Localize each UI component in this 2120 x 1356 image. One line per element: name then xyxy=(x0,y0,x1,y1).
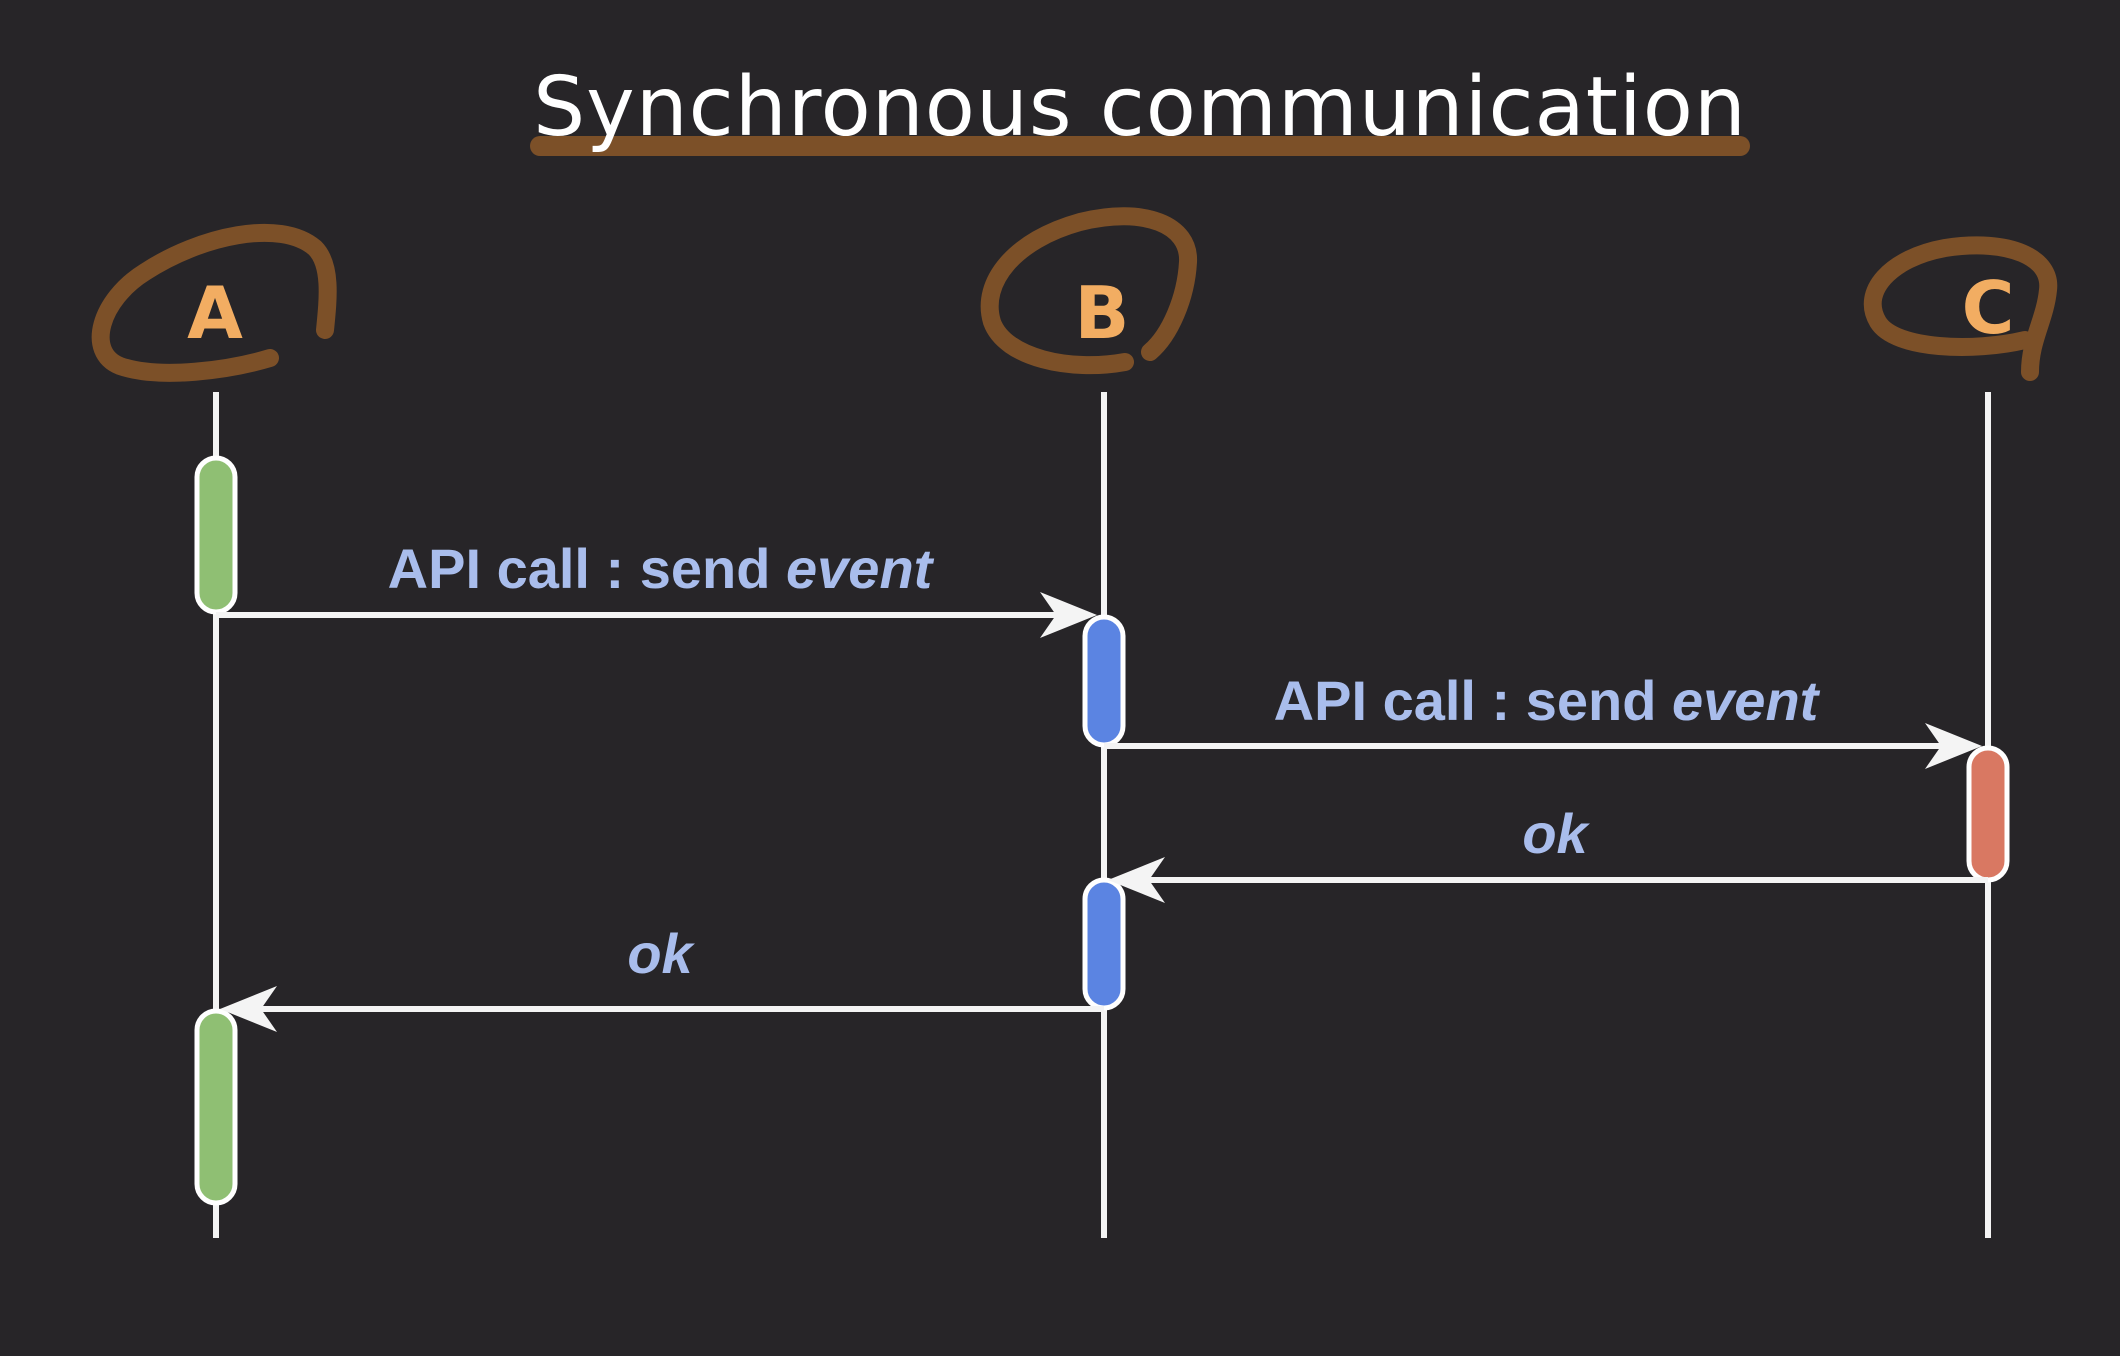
actor-b: B xyxy=(980,207,1197,375)
message-c-to-b-label: ok xyxy=(1522,802,1590,865)
message-b-to-a-arrowhead xyxy=(220,986,277,1032)
diagram-title: Synchronous communication xyxy=(533,60,1747,155)
message-c-to-b-arrowhead xyxy=(1108,857,1165,903)
message-b-to-c-label: API call : send event xyxy=(1274,669,1821,732)
message-b-to-a: ok xyxy=(220,922,1104,1032)
message-b-to-a-label: ok xyxy=(627,922,695,985)
actor-a: A xyxy=(91,223,337,382)
activation-a-2 xyxy=(194,1008,238,1206)
actor-a-label: A xyxy=(187,271,243,355)
message-b-to-c: API call : send event xyxy=(1104,669,1982,769)
message-c-to-b: ok xyxy=(1108,802,1988,903)
message-b-to-c-arrowhead xyxy=(1925,723,1982,769)
activation-a-1 xyxy=(194,455,238,615)
actor-b-scribble xyxy=(980,207,1197,375)
actor-a-scribble xyxy=(91,223,337,382)
message-a-to-b: API call : send event xyxy=(216,537,1097,638)
actor-c-label: C xyxy=(1962,266,2015,350)
message-a-to-b-label: API call : send event xyxy=(388,537,935,600)
message-a-to-b-arrowhead xyxy=(1040,592,1097,638)
activation-b-1 xyxy=(1082,614,1126,748)
actor-b-label: B xyxy=(1075,271,1130,355)
actor-c: C xyxy=(1863,236,2058,381)
actor-c-scribble xyxy=(1863,236,2058,381)
activation-b-2 xyxy=(1082,877,1126,1011)
activation-c-1 xyxy=(1966,745,2010,883)
